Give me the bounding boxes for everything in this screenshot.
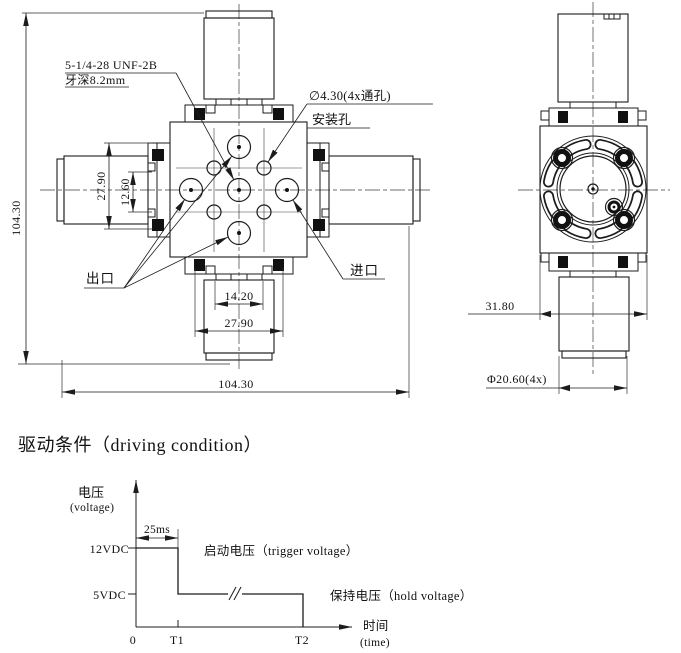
dim-flange-od: 27.90 (94, 172, 108, 201)
outlet-label: 出口 (86, 271, 115, 286)
dim-overall-width: 104.30 (218, 377, 253, 391)
timing-title: 驱动条件（driving condition） (18, 435, 262, 455)
hold-note: 保持电压（hold voltage） (330, 588, 473, 603)
side-view: 31.80 Φ20.60(4x) (468, 2, 670, 394)
x-axis-label-en: (time) (360, 637, 390, 649)
top-connector (184, 10, 294, 123)
dim-flange-id: 12.60 (120, 178, 132, 205)
leader-outlet-top (123, 155, 233, 289)
flange-face (539, 135, 647, 243)
right-connector (306, 142, 421, 238)
bolt-circles (550, 146, 636, 232)
leader-outlet-bottom (123, 236, 229, 289)
inlet-label: 进口 (350, 263, 379, 278)
thread-depth-label: 牙深8.2mm (65, 73, 126, 87)
mount-hole-name-label: 安装孔 (312, 112, 351, 127)
trigger-level-label: 12VDC (90, 542, 129, 556)
front-view: 5-1/4-28 UNF-2B 牙深8.2mm ∅4.30(4x通孔) 安装孔 … (9, 4, 433, 398)
leader-inlet (292, 199, 344, 280)
dim-overall-height: 104.30 (9, 200, 23, 235)
side-top-connector (540, 13, 647, 127)
voltage-waveform (136, 547, 304, 627)
dim-connector-dia: Φ20.60(4x) (487, 372, 547, 386)
dim-neck: 14.20 (225, 289, 254, 303)
center-hole (587, 183, 599, 195)
pin-hole (604, 197, 624, 217)
port-circles (178, 134, 300, 246)
x-axis-label-cn: 时间 (363, 619, 389, 633)
hold-level-label: 5VDC (93, 588, 126, 602)
leader-mount-hole (267, 103, 308, 163)
dim-connector-od: 27.90 (225, 316, 254, 330)
tick-0: 0 (130, 633, 136, 647)
trigger-note: 启动电压（trigger voltage） (204, 544, 359, 558)
pulse-width-label: 25ms (144, 524, 170, 536)
dim-body-depth: 31.80 (486, 299, 515, 313)
tick-t1: T1 (170, 633, 184, 647)
axis-break (228, 586, 237, 601)
y-axis-label-cn: 电压 (78, 485, 104, 500)
tick-t2: T2 (295, 633, 309, 647)
side-bottom-connector (540, 252, 647, 359)
mounting-holes (206, 160, 272, 220)
thread-spec-label: 5-1/4-28 UNF-2B (65, 58, 157, 72)
y-axis-label-en: (voltage) (70, 502, 114, 514)
timing-diagram: 驱动条件（driving condition） 25ms 电压 (voltage… (18, 435, 473, 649)
leader-outlet-left (123, 198, 186, 289)
mount-hole-label: ∅4.30(4x通孔) (309, 89, 391, 103)
switch-body (169, 121, 308, 258)
